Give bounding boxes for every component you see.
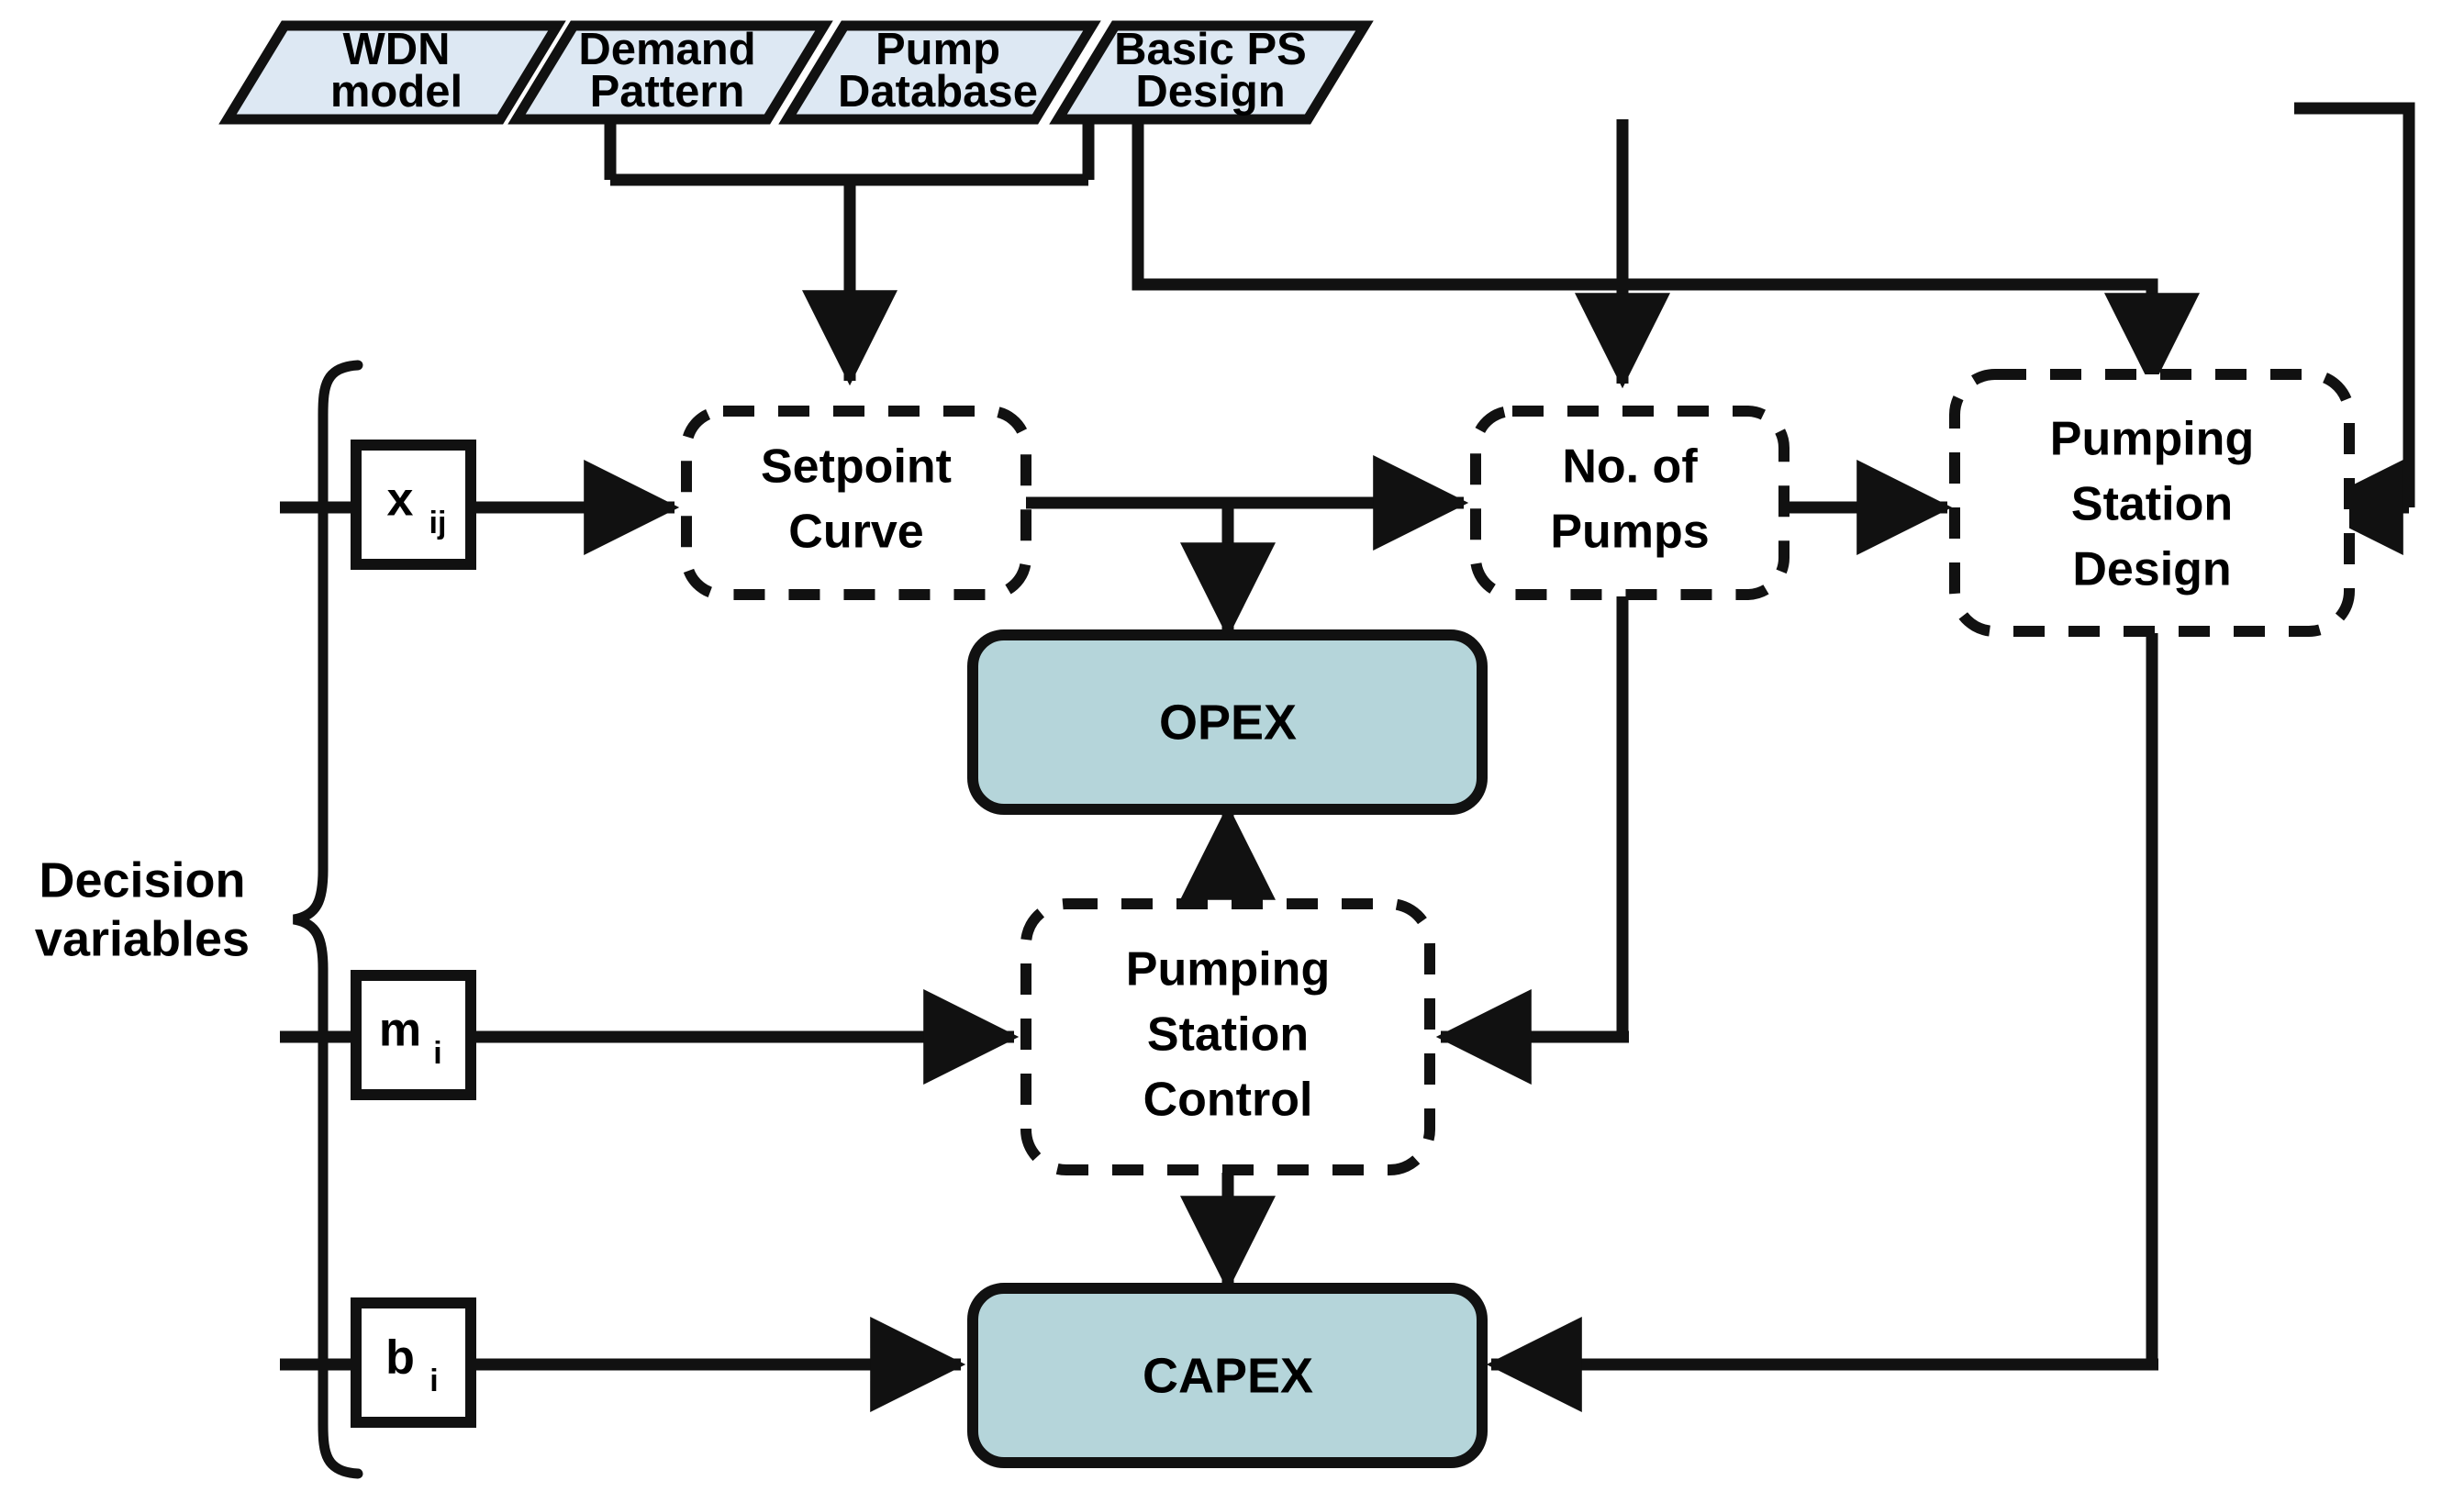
node-no-of-pumps-line2: Pumps [1550, 506, 1709, 559]
node-var-m-i-sub: i [433, 1036, 441, 1071]
node-demand-pattern-line1: Demand [578, 25, 755, 74]
node-demand-pattern[interactable]: Demand Pattern [507, 20, 833, 125]
node-no-of-pumps-line1: No. of [1562, 440, 1698, 494]
decision-variables-brace [292, 360, 363, 1479]
node-var-b-i-base: b [385, 1331, 415, 1385]
decision-variable-nodes: x ij m i b i [351, 440, 476, 1428]
node-var-x-ij-base: x [387, 473, 414, 527]
node-pumping-station-design-line2: Station [2071, 478, 2233, 531]
node-opex[interactable]: OPEX [967, 629, 1488, 815]
node-pump-database-line2: Database [838, 67, 1038, 117]
node-pumping-station-control-line2: Station [1147, 1008, 1309, 1062]
node-var-x-ij-sub: ij [429, 506, 447, 540]
node-wdn-model-line1: WDN [342, 25, 450, 74]
cost-nodes: OPEX CAPEX [967, 629, 1488, 1468]
decision-variables-label-line1: Decision [39, 852, 245, 907]
node-pumping-station-control-line3: Control [1143, 1074, 1313, 1127]
node-pumping-station-design-line1: Pumping [2050, 413, 2254, 466]
node-var-b-i-sub: i [429, 1364, 438, 1398]
node-pump-database[interactable]: Pump Database [778, 20, 1101, 125]
node-var-m-i-base: m [379, 1004, 421, 1057]
node-basic-ps-design-line1: Basic PS [1114, 25, 1307, 74]
process-nodes: Setpoint Curve No. of Pumps Pumping Stat… [681, 369, 2355, 1175]
node-var-x-ij[interactable]: x ij [351, 440, 476, 570]
node-no-of-pumps[interactable]: No. of Pumps [1470, 406, 1789, 600]
node-var-b-i[interactable]: b i [351, 1297, 476, 1428]
node-pumping-station-design-line3: Design [2072, 543, 2231, 596]
node-setpoint-curve-line1: Setpoint [761, 440, 952, 494]
node-capex-label: CAPEX [1143, 1348, 1313, 1403]
node-setpoint-curve[interactable]: Setpoint Curve [681, 406, 1031, 600]
node-pumping-station-design[interactable]: Pumping Station Design [1949, 369, 2355, 637]
edge-demand-to-psdesign [1132, 119, 2158, 381]
node-demand-pattern-line2: Pattern [590, 67, 745, 117]
edge-basicps-to-psdesign [2294, 102, 2415, 507]
node-opex-label: OPEX [1159, 695, 1297, 750]
node-pump-database-line1: Pump [875, 25, 1000, 74]
node-capex[interactable]: CAPEX [967, 1283, 1488, 1468]
node-basic-ps-design[interactable]: Basic PS Design [1049, 20, 1374, 125]
node-basic-ps-design-line2: Design [1135, 67, 1285, 117]
node-pumping-station-control-line1: Pumping [1126, 943, 1330, 997]
node-var-m-i[interactable]: m i [351, 970, 476, 1100]
input-nodes: WDN model Demand Pattern Pump Database B… [218, 20, 1374, 125]
node-wdn-model-line2: model [330, 67, 463, 117]
decision-variables-label-line2: variables [35, 911, 250, 966]
node-wdn-model[interactable]: WDN model [218, 20, 566, 125]
node-setpoint-curve-line2: Curve [788, 506, 923, 559]
node-pumping-station-control[interactable]: Pumping Station Control [1020, 898, 1435, 1175]
